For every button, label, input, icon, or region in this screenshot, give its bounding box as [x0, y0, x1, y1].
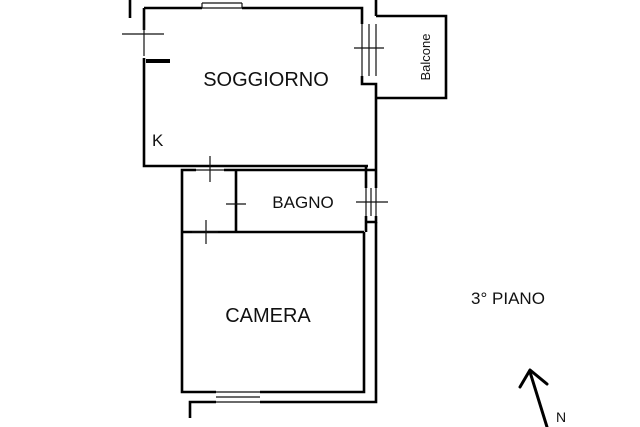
windows	[201, 2, 377, 403]
door-mark-camera	[192, 220, 218, 244]
room-label-balcone: Balcone	[418, 34, 433, 81]
walls	[128, 0, 448, 418]
door-marks	[122, 20, 388, 244]
wall-camera	[180, 232, 366, 394]
north-label: N	[556, 409, 566, 425]
kitchen-counter	[146, 59, 170, 63]
wall-camera-east-outer	[188, 222, 378, 418]
north-arrow-icon	[518, 368, 549, 427]
kitchen-label: K	[152, 131, 164, 150]
wall-soggiorno-east	[360, 76, 378, 166]
window-camera-south	[216, 391, 260, 403]
floor-label: 3° PIANO	[471, 289, 545, 308]
window-soggiorno-top	[201, 2, 243, 9]
room-label-soggiorno: SOGGIORNO	[203, 69, 329, 91]
wall-hall	[180, 168, 196, 232]
wall-balcone	[376, 14, 448, 100]
room-label-bagno: BAGNO	[272, 193, 333, 212]
wall-soggiorno-north	[144, 6, 364, 24]
door-mark-hall	[196, 156, 224, 182]
door-swing-icon	[122, 20, 164, 56]
room-label-camera: CAMERA	[225, 305, 311, 327]
window-soggiorno-east	[361, 24, 377, 76]
